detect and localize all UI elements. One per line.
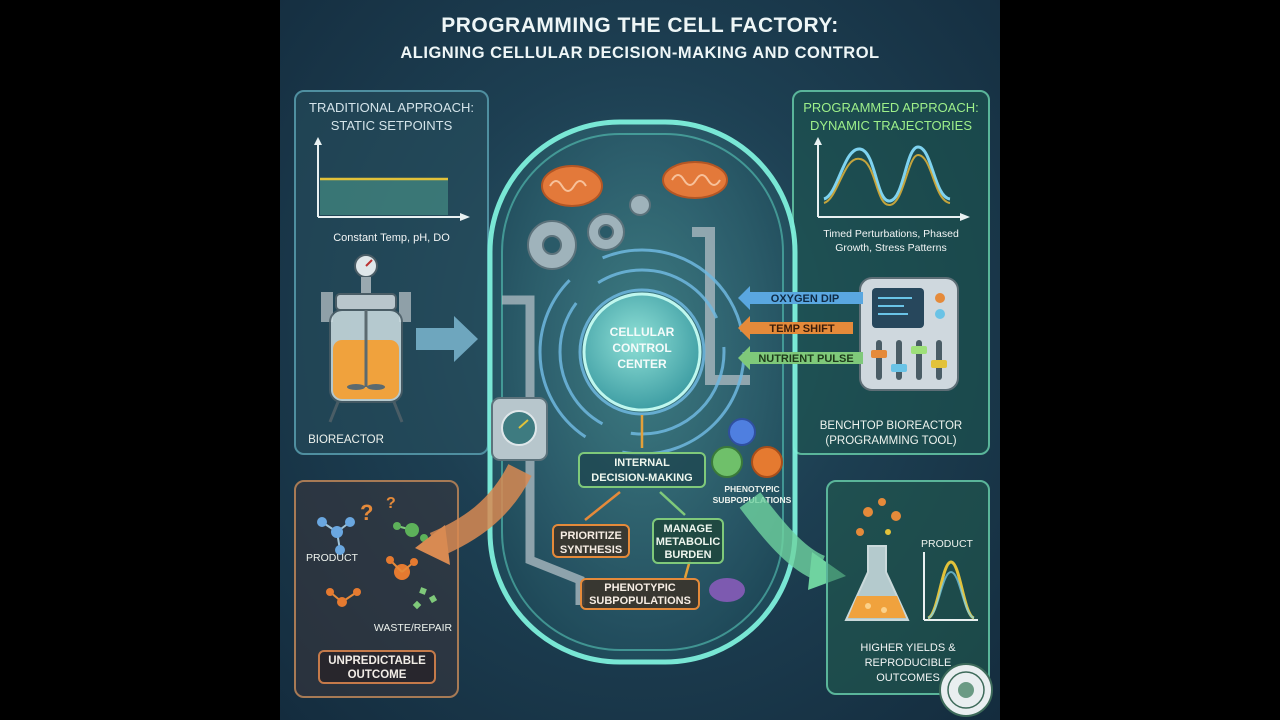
reproducible-outcome-panel: PRODUCT HIGHER YIELDS & REPRODUCIBLE OUT… [826,480,990,695]
waste-repair-label: WASTE/REPAIR [373,622,453,634]
temp-shift-label: TEMP SHIFT [769,323,835,335]
oxygen-arrow [738,286,863,310]
signal-arrows [738,286,863,370]
scattered-molecules-icon: ? ? [317,495,438,610]
product-label-bad: PRODUCT [306,552,358,564]
control-center-line-1: CELLULAR [609,325,675,339]
internal-line-2: DECISION-MAKING [591,472,693,484]
programmed-approach-panel: PROGRAMMED APPROACH: DYNAMIC TRAJECTORIE… [792,90,990,455]
arrow-head-unpredictable [415,525,450,565]
programmed-heading-1: PROGRAMMED APPROACH: [803,100,979,115]
product-label-good: PRODUCT [921,538,973,550]
traditional-caption: Constant Temp, pH, DO [333,232,450,244]
title-line-2: ALIGNING CELLULAR DECISION-MAKING AND CO… [400,44,880,62]
gear-icons [527,194,651,270]
right-arrow-icon [416,316,478,362]
nutrient-pulse-label: NUTRIENT PULSE [758,353,854,365]
subpopulation-cell-blue [728,418,756,446]
prioritize-line-2: SYNTHESIS [559,544,623,556]
programmed-caption-1: Timed Perturbations, Phased [823,228,959,240]
nutrient-arrow [738,346,863,370]
manage-line-3: BURDEN [664,549,712,561]
flask-product-icon [844,498,978,621]
manage-line-2: METABOLIC [655,536,721,548]
reproducible-line-3: OUTCOMES [876,672,940,684]
oxygen-dip-label: OXYGEN DIP [770,293,840,305]
benchtop-bioreactor-icon [859,277,959,391]
unpredictable-line-2: OUTCOME [347,669,407,681]
arrow-to-reproducible [739,492,826,581]
traditional-heading-1: TRADITIONAL APPROACH: [309,100,474,115]
control-center-label: CELLULAR CONTROL CENTER [592,324,692,372]
phenotypic-subpopulations-box: PHENOTYPIC SUBPOPULATIONS [580,578,700,610]
reproducible-line-2: REPRODUCIBLE [864,657,952,669]
institution-seal-icon [939,663,993,717]
unpredictable-line-1: UNPREDICTABLE [328,655,426,667]
internal-decision-making-box: INTERNAL DECISION-MAKING [578,452,706,488]
tool-label-2: (PROGRAMMING TOOL) [825,435,957,447]
unpredictable-outcome-panel: ? ? PRODUCT W [294,480,459,698]
dynamic-trajectory-chart [814,137,970,221]
manage-metabolic-burden-box: MANAGE METABOLIC BURDEN [652,518,724,564]
unpredictable-outcome-box: UNPREDICTABLE OUTCOME [318,650,436,684]
prioritize-line-1: PRIORITIZE [560,530,622,542]
phenotypic-line-2: SUBPOPULATIONS [589,595,691,607]
bioreactor-label: BIOREACTOR [308,434,384,446]
subpopulation-cell-green [711,446,743,478]
programmed-heading-2: DYNAMIC TRAJECTORIES [809,118,973,133]
vesicle [709,578,745,602]
arrow-to-unpredictable [429,463,532,557]
svg-text:?: ? [360,500,373,525]
phenotypic-line-1: PHENOTYPIC [604,582,676,594]
phenotypic-small-line-1: PHENOTYPIC [724,484,780,494]
manage-line-1: MANAGE [663,523,713,535]
svg-text:?: ? [386,495,396,512]
title-line-1: PROGRAMMING THE CELL FACTORY: [441,14,839,37]
control-center-line-2: CONTROL [612,341,672,355]
internal-line-1: INTERNAL [614,457,670,469]
subpopulation-cell-orange [751,446,783,478]
prioritize-synthesis-box: PRIORITIZE SYNTHESIS [552,524,630,558]
reproducible-line-1: HIGHER YIELDS & [860,642,956,654]
infographic-canvas: PROGRAMMING THE CELL FACTORY: ALIGNING C… [280,0,1000,720]
cellular-control-center [582,292,702,412]
static-setpoint-chart [314,137,470,221]
bioreactor-icon [321,254,411,423]
temp-arrow [738,316,853,340]
traditional-approach-panel: TRADITIONAL APPROACH: STATIC SETPOINTS C… [294,90,489,455]
control-center-line-3: CENTER [617,357,667,371]
programmed-caption-2: Growth, Stress Patterns [835,242,947,254]
tool-label-1: BENCHTOP BIOREACTOR [819,420,963,432]
mitochondrion-1 [541,165,603,207]
traditional-heading-2: STATIC SETPOINTS [330,118,453,133]
